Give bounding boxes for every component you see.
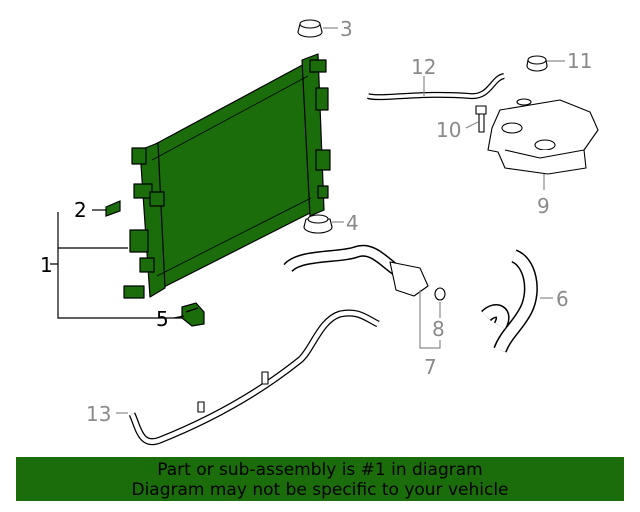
callout-4: 4: [346, 211, 359, 235]
reservoir-cap-part-11[interactable]: [526, 55, 548, 72]
callout-10: 10: [436, 118, 461, 142]
leader-line-7: [419, 290, 441, 349]
callout-8: 8: [432, 317, 445, 341]
mount-grommet-part-4[interactable]: [303, 214, 333, 234]
callout-9: 9: [537, 194, 550, 218]
footer-line-2: Diagram may not be specific to your vehi…: [131, 480, 509, 500]
callout-1: 1: [40, 253, 53, 277]
footer-line-1: Part or sub-assembly is #1 in diagram: [157, 460, 483, 480]
callout-11: 11: [567, 49, 592, 73]
bolt-part-10[interactable]: [475, 105, 487, 133]
leader-line-5: [173, 315, 185, 319]
upper-hose-part-8[interactable]: [283, 244, 446, 301]
radiator-assembly[interactable]: [123, 53, 331, 299]
diagram-footer-banner: Part or sub-assembly is #1 in diagram Di…: [16, 457, 624, 501]
bracket-part-5[interactable]: [181, 302, 205, 327]
leader-line-10: [465, 121, 479, 129]
callout-7: 7: [424, 355, 437, 379]
callout-5: 5: [156, 307, 169, 331]
leader-line-1: [50, 212, 182, 319]
bracket-part-2[interactable]: [105, 200, 121, 217]
coolant-reservoir-part-9[interactable]: [487, 98, 599, 175]
callout-3: 3: [340, 17, 353, 41]
callout-6: 6: [556, 287, 569, 311]
callout-12: 12: [411, 55, 436, 79]
radiator-cap-part-3[interactable]: [297, 19, 323, 38]
callout-13: 13: [86, 402, 111, 426]
callout-2: 2: [74, 198, 87, 222]
bypass-hose-part-13[interactable]: [128, 309, 380, 446]
